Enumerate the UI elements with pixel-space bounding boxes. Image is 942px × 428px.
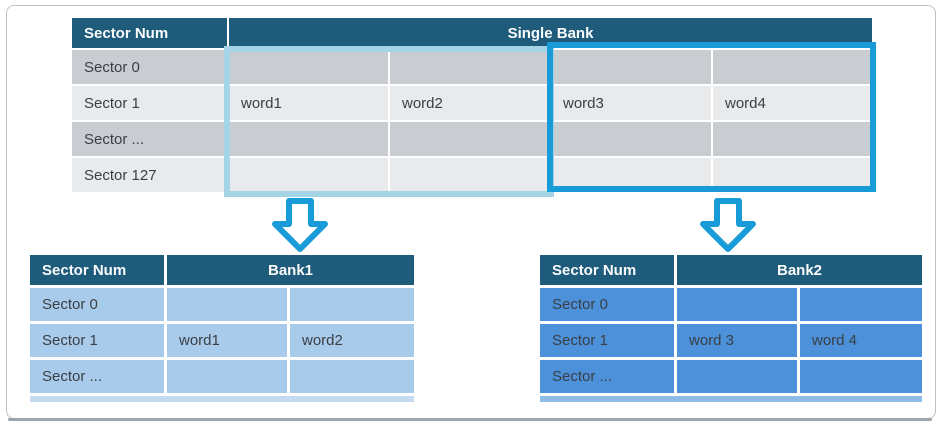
- bank1-row1-sector: Sector 1: [30, 324, 164, 357]
- single-bank-row2-sector: Sector ...: [72, 122, 227, 156]
- bank2-partial-row: [540, 396, 922, 402]
- single-bank-row2-cell0: [229, 122, 388, 156]
- single-bank-row0-sector: Sector 0: [72, 50, 227, 84]
- bank2-row2-cell0: [677, 360, 797, 393]
- single-bank-row0-cell3: [713, 50, 872, 84]
- single-bank-row3-cell1: [390, 158, 549, 192]
- bank2-row1-cell1: word 4: [800, 324, 922, 357]
- diagram-frame-shadow: [8, 418, 932, 421]
- single-bank-row3-sector: Sector 127: [72, 158, 227, 192]
- bank1-col-header-sector-num: Sector Num: [30, 255, 164, 285]
- down-arrow-icon: [700, 198, 756, 252]
- bank2-row1-sector: Sector 1: [540, 324, 674, 357]
- bank1-row1-cell0: word1: [167, 324, 287, 357]
- single-bank-row0-cell1: [390, 50, 549, 84]
- single-bank-row0-cell2: [551, 50, 711, 84]
- bank1-row0-sector: Sector 0: [30, 288, 164, 321]
- single-bank-row2-cell1: [390, 122, 549, 156]
- bank1-header: Bank1: [167, 255, 414, 285]
- single-bank-row1-sector: Sector 1: [72, 86, 227, 120]
- bank1-row2-cell1: [290, 360, 414, 393]
- down-arrow-icon: [272, 198, 328, 252]
- single-bank-row2-cell2: [551, 122, 711, 156]
- bank2-region-highlight-box: [547, 42, 876, 192]
- bank2-row2-sector: Sector ...: [540, 360, 674, 393]
- bank1-region-highlight-box: [224, 46, 554, 197]
- bank2-row0-cell0: [677, 288, 797, 321]
- single-bank-row1-cell1: word2: [390, 86, 549, 120]
- single-bank-row1-cell0: word1: [229, 86, 388, 120]
- bank1-row0-cell0: [167, 288, 287, 321]
- bank1-table: Sector Num Bank1 Sector 0 Sector 1 word1…: [30, 255, 414, 402]
- single-bank-col-header-sector-num: Sector Num: [72, 18, 227, 48]
- single-bank-row1-cell3: word4: [713, 86, 872, 120]
- bank2-row0-sector: Sector 0: [540, 288, 674, 321]
- bank2-row2-cell1: [800, 360, 922, 393]
- single-bank-row3-cell0: [229, 158, 388, 192]
- single-bank-row2-cell3: [713, 122, 872, 156]
- single-bank-row1-cell2: word3: [551, 86, 711, 120]
- bank2-col-header-sector-num: Sector Num: [540, 255, 674, 285]
- bank1-row0-cell1: [290, 288, 414, 321]
- bank1-row2-sector: Sector ...: [30, 360, 164, 393]
- bank2-row1-cell0: word 3: [677, 324, 797, 357]
- bank1-partial-row: [30, 396, 414, 402]
- bank2-table: Sector Num Bank2 Sector 0 Sector 1 word …: [540, 255, 922, 402]
- bank2-header: Bank2: [677, 255, 922, 285]
- bank1-row1-cell1: word2: [290, 324, 414, 357]
- single-bank-row0-cell0: [229, 50, 388, 84]
- bank1-row2-cell0: [167, 360, 287, 393]
- single-bank-table: Sector Num Single Bank Sector 0 Sector 1…: [72, 18, 872, 192]
- bank2-row0-cell1: [800, 288, 922, 321]
